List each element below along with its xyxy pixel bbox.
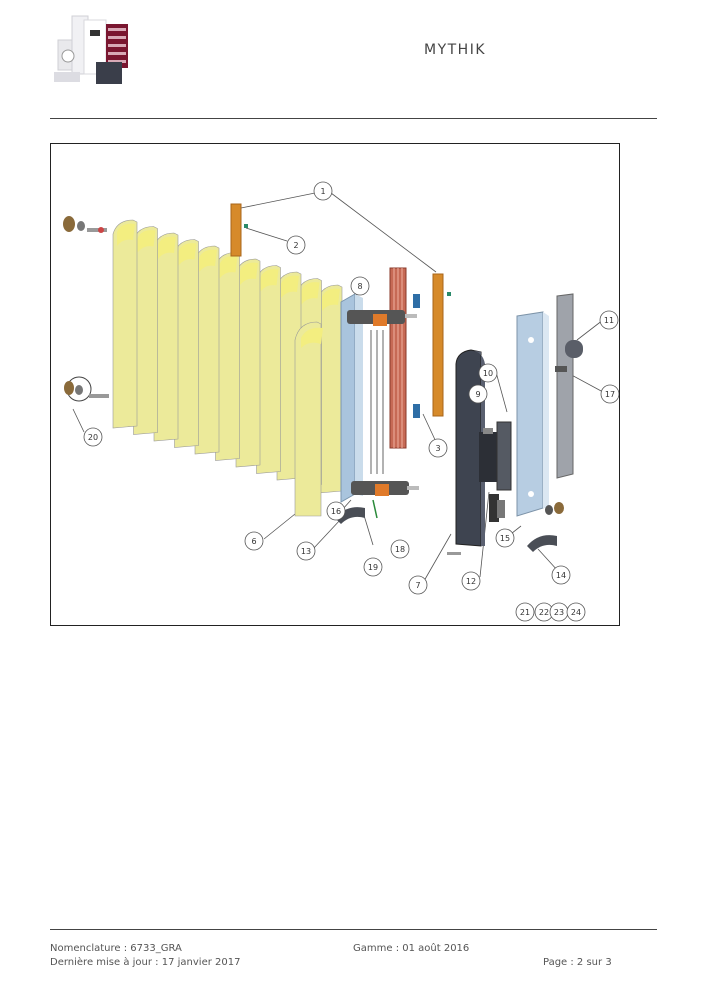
radiator-fin-top [322,288,340,311]
callout-circle [350,276,370,296]
radiator-fin-top [260,269,279,292]
callout-circle [244,531,264,551]
callout-circle [566,602,586,622]
switch-12 [489,494,499,522]
callout-circle [551,565,571,585]
callout-number: 12 [466,577,476,586]
callout-number: 20 [88,433,98,442]
thermostat-plate [555,293,583,479]
left-accessories-bottom [64,376,109,402]
control-unit [479,421,512,491]
callout-circle [600,384,619,404]
radiator-fin-top [240,262,258,285]
washers [545,502,564,515]
bracket-right [432,273,444,417]
callout-number: 15 [500,534,510,543]
callout-circle [468,384,488,404]
clamp-13 [335,507,365,524]
callout-number: 3 [435,444,440,453]
radiator-fin-top [219,256,238,279]
radiator-fin [112,219,138,429]
callout-number: 2 [293,241,298,250]
bottom-cartridge [351,481,419,496]
radiator-fin-top [137,230,156,253]
callout-circle [296,541,316,561]
callout-number: 14 [556,571,566,580]
callout-number: 17 [605,390,615,399]
callout-circle [313,181,333,201]
callout-circle [390,539,410,559]
callout-number: 18 [395,545,405,554]
callout-number: 10 [483,369,493,378]
radiator-fin-top [117,223,135,246]
callout-number: 16 [331,507,341,516]
footer-range: Gamme : 01 août 2016 [353,943,470,954]
radiator-fin-top [158,236,176,259]
side-panel [340,293,363,503]
callout-number: 23 [554,608,564,617]
callout-number: 8 [357,282,362,291]
brand-name: MYTHIK [423,42,487,58]
callout-circle [478,363,498,383]
callout-circle [495,528,515,548]
callout-number: 6 [251,537,256,546]
callout-circle [461,571,481,591]
callout-circle [83,427,103,447]
clamp-14 [527,535,557,552]
top-cartridge [347,310,417,326]
radiator-body [112,219,343,494]
callout-number: 22 [539,608,549,617]
rear-panel [516,311,549,517]
callout-number: 19 [368,563,378,572]
callout-number: 24 [571,608,581,617]
callout-number: 1 [320,187,325,196]
callout-circle [363,557,383,577]
end-fin-part-6 [294,321,323,517]
left-accessories-top [63,216,107,233]
callout-number: 21 [520,608,530,617]
callout-circle [408,575,428,595]
callout-number: 7 [415,581,420,590]
radiator-fin-top [178,243,197,266]
radiator-fin-top [281,275,299,298]
radiator-fin-top [199,249,217,272]
blue-clips-3 [413,294,420,418]
callout-circle [428,438,448,458]
callout-circle [286,235,306,255]
footer-page-number: Page : 2 sur 3 [543,957,612,968]
callout-circle [326,501,346,521]
footer-rule [50,929,657,930]
radiator-fin-top [301,282,320,305]
callout-circle [599,310,619,330]
heating-element-18 [389,267,407,449]
callout-number: 9 [475,390,480,399]
bracket-left [230,203,242,257]
callout-number: 13 [301,547,311,556]
footer-nomenclature: Nomenclature : 6733_GRA [50,943,182,954]
header-rule [50,118,657,119]
footer-last-update: Dernière mise à jour : 17 janvier 2017 [50,957,241,968]
callout-number: 11 [604,316,614,325]
callout-circle [515,602,535,622]
wiring [370,330,384,474]
brand-logo [54,15,128,84]
